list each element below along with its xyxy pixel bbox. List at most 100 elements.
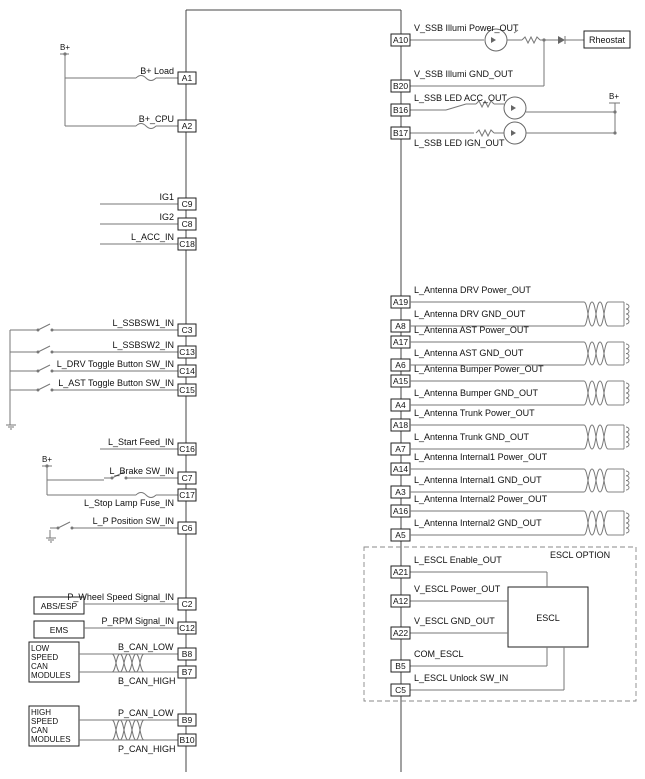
supply-label: B+ (609, 92, 619, 101)
pin-id: C7 (182, 473, 193, 483)
abs-esp-box: ABS/ESP (33, 596, 85, 615)
left-pin-a2: A2B+_CPU (90, 114, 197, 133)
signal-label: L_P Position SW_IN (93, 516, 174, 526)
pin-id: A15 (393, 376, 408, 386)
antenna-coil-icon (583, 341, 630, 366)
left-pin-c13: C13 L_SSBSW2_IN (30, 340, 197, 359)
right-pin-a7: A7L_Antenna Trunk GND_OUT (390, 432, 584, 456)
signal-label: L_ACC_IN (131, 232, 174, 242)
pin-box (177, 323, 197, 337)
pin-id: B16 (393, 105, 408, 115)
pin-id: C13 (179, 347, 195, 357)
left-pin-a1: A1B+ Load (90, 66, 197, 85)
pin-id: A22 (393, 628, 408, 638)
left-pin-b7: B7B_CAN_HIGH (79, 665, 197, 686)
pin-box (390, 594, 411, 608)
right-pin-a10: A10 V_SSB Illumi Power_OUT (390, 23, 519, 47)
escl-label: ESCL (536, 613, 560, 623)
pin-id: A3 (395, 487, 406, 497)
pin-id: B8 (182, 649, 193, 659)
pin-box (177, 713, 197, 727)
supply-label: B+ (42, 455, 52, 464)
right-pin-a18: A18 L_Antenna Trunk Power_OUT (390, 408, 584, 432)
supply-b-plus-top-left: B+ (60, 43, 90, 127)
pin-box (390, 626, 411, 640)
right-pin-c5: C5L_ESCL Unlock SW_IN (390, 673, 508, 697)
right-pin-a5: A5 L_Antenna Internal2 GND_OUT (390, 518, 584, 542)
signal-label: L_SSB LED IGN_OUT (414, 138, 505, 148)
pin-box (177, 217, 197, 231)
pin-id: C3 (182, 325, 193, 335)
pin-id: C9 (182, 199, 193, 209)
pin-id: C15 (179, 385, 195, 395)
right-pin-a3: A3 L_Antenna Internal1 GND_OUT (390, 475, 584, 499)
fuse-icon (135, 123, 157, 129)
signal-label: L_Stop Lamp Fuse_IN (84, 498, 174, 508)
pin-id: A16 (393, 506, 408, 516)
pin-id: A14 (393, 464, 408, 474)
signal-label: L_ESCL Enable_OUT (414, 555, 502, 565)
low-speed-can-box: LOW SPEED CAN MODULES (28, 641, 80, 683)
pin-id: A18 (393, 420, 408, 430)
pin-id: A17 (393, 337, 408, 347)
signal-label: V_ESCL Power_OUT (414, 584, 501, 594)
pin-box (177, 197, 197, 211)
signal-label: L_Antenna AST GND_OUT (414, 348, 524, 358)
pin-id: A10 (393, 35, 408, 45)
signal-label: IG2 (159, 212, 174, 222)
antenna-coil-icon (583, 468, 630, 493)
pin-id: B10 (179, 735, 194, 745)
left-pin-c16: C16 L_Start Feed_IN (100, 437, 197, 456)
left-pin-c6: C6L_P Position SW_IN (50, 516, 197, 535)
rheostat-box: Rheostat (583, 30, 631, 49)
signal-label: B_CAN_HIGH (118, 676, 176, 686)
pin-id: A5 (395, 530, 406, 540)
pin-id: A8 (395, 321, 406, 331)
signal-label: L_Antenna Internal2 GND_OUT (414, 518, 542, 528)
pin-box (177, 442, 197, 456)
switch-icon (37, 364, 51, 372)
module-outline (185, 9, 402, 772)
signal-label: L_Antenna Internal1 GND_OUT (414, 475, 542, 485)
signal-label: V_ESCL GND_OUT (414, 616, 495, 626)
signal-label: L_Start Feed_IN (108, 437, 174, 447)
left-pin-c2: C2P_Wheel Speed Signal_IN (67, 592, 197, 611)
escl-option-label: ESCL OPTION (550, 550, 610, 560)
pin-box (177, 345, 197, 359)
switch-icon (57, 521, 71, 529)
signal-label: L_Antenna Trunk Power_OUT (414, 408, 535, 418)
supply-label: B+ (60, 43, 70, 52)
pin-id: A2 (182, 121, 193, 131)
ems-box: EMS (33, 620, 85, 639)
signal-label: P_Wheel Speed Signal_IN (67, 592, 174, 602)
pin-box (390, 33, 411, 47)
signal-label: L_SSBSW2_IN (112, 340, 174, 350)
signal-label: V_SSB Illumi Power_OUT (414, 23, 519, 33)
pin-box (390, 79, 411, 93)
pin-id: A7 (395, 444, 406, 454)
signal-label: L_Brake SW_IN (109, 466, 174, 476)
right-pin-a22: A22 V_ESCL GND_OUT (390, 616, 495, 640)
pin-id: C18 (179, 239, 195, 249)
switch-icon (37, 383, 51, 391)
pin-id: B5 (395, 661, 406, 671)
pin-id: C16 (179, 444, 195, 454)
signal-label: L_Antenna Bumper GND_OUT (414, 388, 539, 398)
pin-box (177, 237, 197, 251)
high-speed-can-label: HIGH SPEED CAN MODULES (31, 708, 71, 744)
signal-label: L_Antenna DRV GND_OUT (414, 309, 526, 319)
